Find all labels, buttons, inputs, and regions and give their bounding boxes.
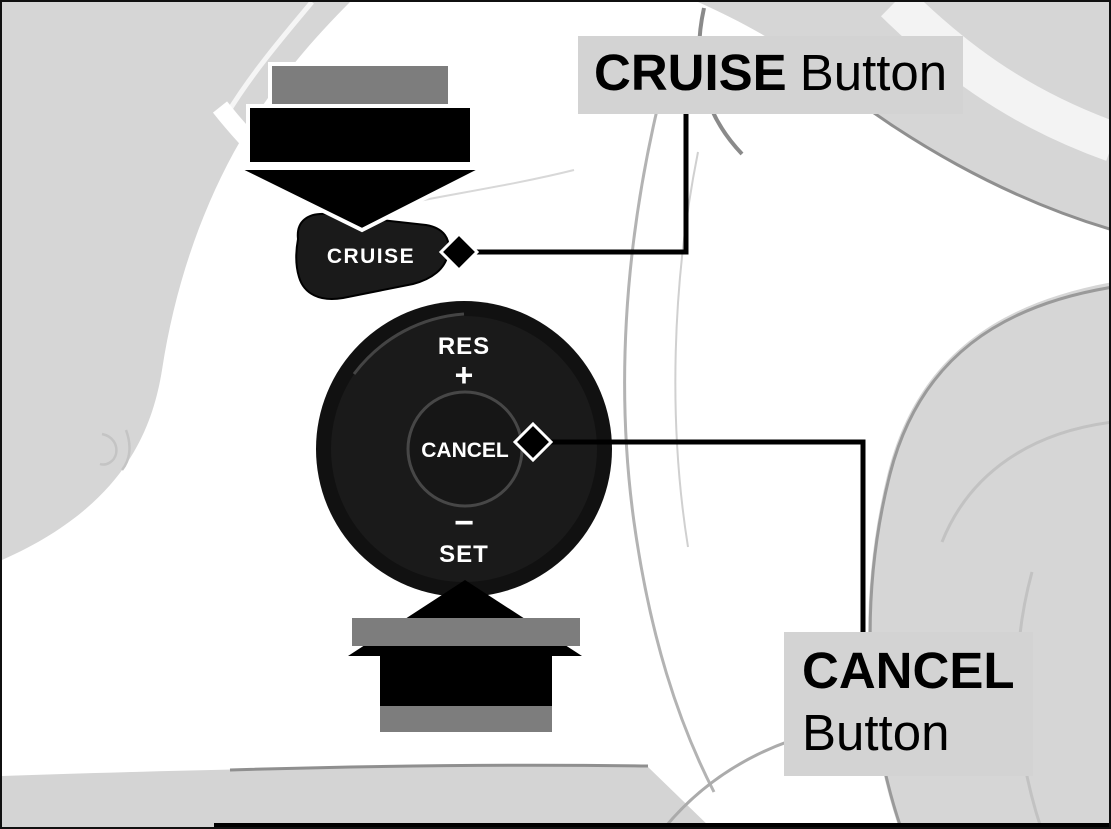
- pad-highlight-arc: [352, 312, 465, 375]
- set-minus-button[interactable]: − SET: [439, 504, 489, 568]
- cruise-control-pad: RES + CANCEL − SET: [316, 301, 612, 597]
- wheel-hub-edge-line-2: [674, 151, 699, 548]
- res-label: RES: [438, 333, 490, 360]
- up-arrow-gray-base: [380, 706, 552, 732]
- press-down-arrow-icon: [235, 62, 485, 233]
- wheel-engraving-mark: [99, 429, 131, 471]
- wheel-rim-edge-top-left: [224, 2, 314, 116]
- down-arrow-head: [235, 166, 485, 233]
- press-up-arrow-icon: [348, 580, 582, 732]
- wheel-swoosh-top-right: [880, 2, 1109, 161]
- up-arrow-gray-band: [352, 618, 580, 646]
- cruise-button-label: CRUISE: [327, 245, 415, 268]
- cruise-button-shape[interactable]: [295, 212, 450, 300]
- cancel-label: CANCEL: [421, 439, 509, 462]
- plus-label: +: [455, 357, 474, 393]
- minus-label: −: [454, 504, 474, 542]
- cruise-label-rest-text: Button: [799, 44, 948, 101]
- res-plus-button[interactable]: RES +: [438, 333, 490, 393]
- wheel-shape-bottom: [2, 765, 710, 827]
- cancel-button[interactable]: CANCEL: [406, 390, 524, 508]
- callout-line-cruise: [472, 110, 689, 255]
- wheel-shape-top-right: [698, 2, 1109, 229]
- down-arrow-gray-cap: [268, 62, 452, 108]
- wheel-contour-right-1: [940, 421, 1109, 543]
- wheel-bottom-edge-line: [229, 763, 649, 772]
- wheel-shape-top-left: [2, 2, 350, 560]
- cancel-label-bold-text: CANCEL: [802, 642, 1015, 699]
- callout-diamond-cruise: [438, 231, 480, 273]
- callout-label-cancel: CANCEL Button: [784, 632, 1033, 777]
- callout-diamond-cancel: [512, 421, 554, 463]
- cruise-label-bold-text: CRUISE: [594, 44, 787, 101]
- down-arrow-body: [246, 104, 474, 166]
- cancel-label-rest-text: Button: [802, 704, 950, 762]
- page-bottom-rule: [214, 823, 1109, 827]
- cruise-button[interactable]: CRUISE: [295, 212, 450, 300]
- callout-line-cancel: [543, 439, 866, 638]
- wheel-hub-edge-line: [623, 109, 716, 793]
- set-label: SET: [439, 541, 489, 568]
